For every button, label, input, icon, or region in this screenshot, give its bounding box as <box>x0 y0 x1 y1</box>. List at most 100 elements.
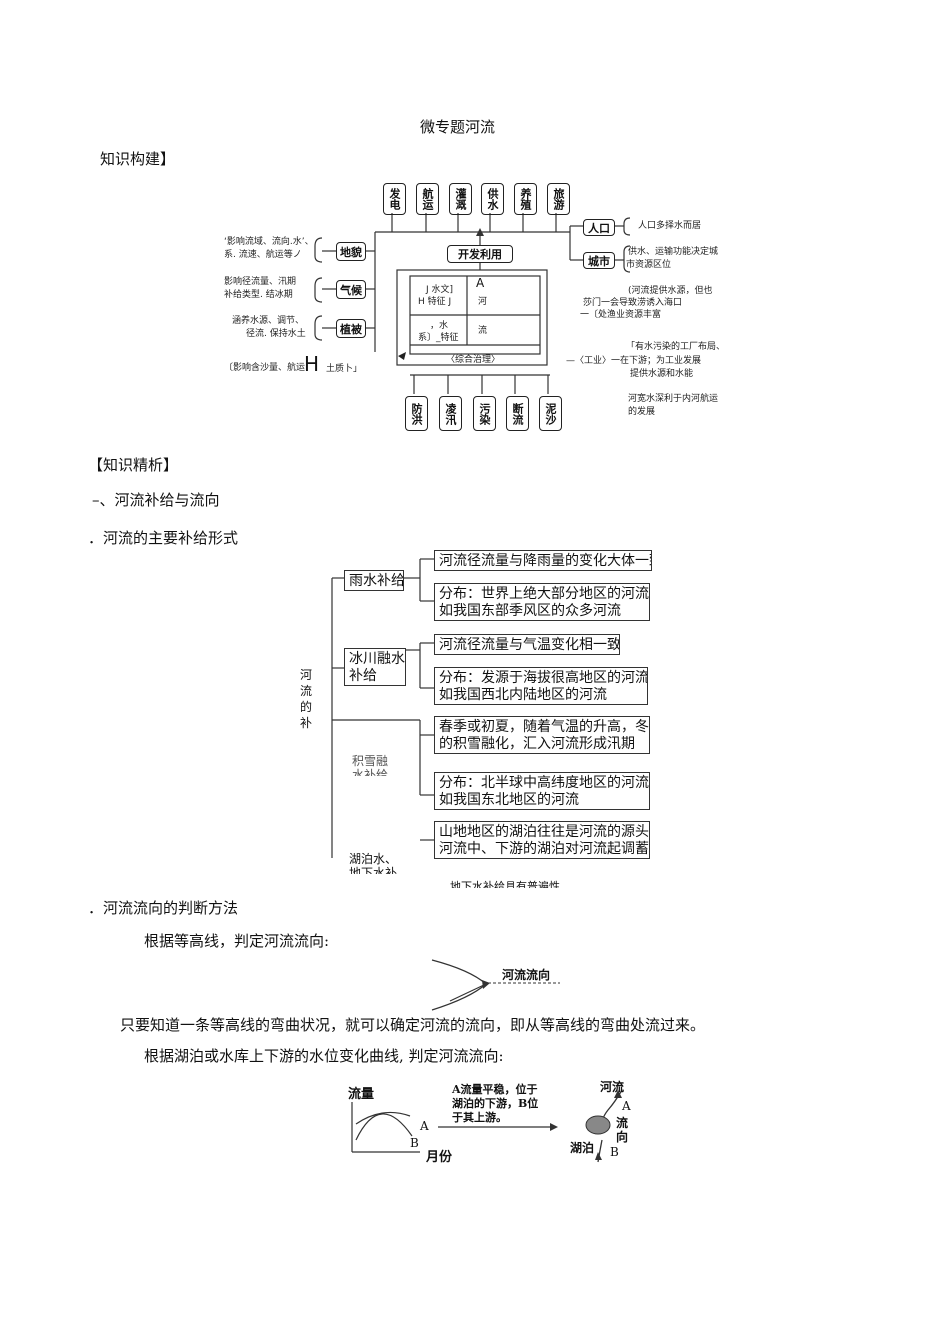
factor-climate: 气候 <box>336 280 366 299</box>
note-industry-b: —〈工业〉一在下游；为工业发展 <box>566 356 702 366</box>
note-terrain-2: 系. 流速、航运等ノ <box>224 250 302 260</box>
glacier-box-1: 河流径流量与气温变化相一致 <box>434 634 620 655</box>
contour-rule: 只要知道一条等高线的弯曲状况，就可以确定河流的流向，即从等高线的弯曲处流过来。 <box>120 1016 706 1034</box>
groundwater-text: 地下水补给具有普遍性 <box>450 880 560 888</box>
note-bottom: 〔影响含沙量、航运 <box>224 363 306 373</box>
note-city-b: 市资源区位 <box>626 260 672 270</box>
center-watersys-a: ，水 <box>430 321 449 331</box>
center-river-2: 流 <box>478 326 488 336</box>
lake-box-line1: 山地地区的湖泊往往是河流的源头， <box>439 824 650 840</box>
snow-label-1: 积雪融 <box>352 754 389 768</box>
center-watersys-b: 系〕_特征 <box>418 333 459 343</box>
issue-pollution: 污染 <box>473 396 496 431</box>
note-population: 人口多择水而居 <box>638 221 702 231</box>
use-power: 发电 <box>383 183 406 215</box>
fig3-river-label: 河流 <box>600 1080 625 1094</box>
factor-terrain: 地貌 <box>336 242 366 261</box>
fig3-lake-label: 湖泊 <box>570 1141 595 1155</box>
rain-box-2-line2: 如我国东部季风区的众多河流 <box>439 603 621 619</box>
fig3-arrow-text: A流量平稳，位于 湖泊的下游，B位 于其上游。 <box>452 1083 538 1125</box>
issue-ice-flood: 凌汛 <box>439 396 462 431</box>
heading-flow-direction: ．河流流向的判断方法 <box>88 899 239 917</box>
lake-box: 山地地区的湖泊往往是河流的源头， 河流中、下游的湖泊对河流起调蓄作用 <box>434 821 650 859</box>
snow-box-2: 分布：北半球中高纬度地区的河流， 如我国东北地区的河流 <box>434 772 650 810</box>
fig3-arrow-line3: 于其上游。 <box>452 1111 507 1124</box>
side-label-char: 的 <box>299 700 312 714</box>
fig3-flow-char: 流 <box>616 1116 629 1130</box>
snow-box-2-line1: 分布：北半球中高纬度地区的河流， <box>439 775 650 791</box>
lake-label-1: 湖泊水、 <box>349 852 398 866</box>
issue-dry-up: 断流 <box>506 396 529 431</box>
heading-supply-flow: –、河流补给与流向 <box>92 491 220 509</box>
lake-label-2: 地下水补 <box>349 866 398 874</box>
section-knowledge-build: 知识构建】 <box>100 150 176 168</box>
glacier-box-2: 分布：发源于海拔很高地区的河流， 如我国西北内陆地区的河流 <box>434 667 648 705</box>
rain-box-2: 分布：世界上绝大部分地区的河流， 如我国东部季风区的众多河流 <box>434 583 650 621</box>
fig3-point-a: A <box>622 1099 631 1113</box>
heading-supply-forms: ．河流的主要补给形式 <box>88 529 239 547</box>
contour-intro: 根据等高线，判定河流流向: <box>144 932 330 950</box>
supply-side-label: 河 流 的 补 <box>299 667 313 731</box>
snow-label-2-clip: 水补给 <box>352 768 388 776</box>
dev-use-box: 开发利用 <box>447 245 513 263</box>
snow-box-1-line2: 的积雪融化，汇入河流形成汛期 <box>439 736 635 752</box>
fig3-flow-char: 向 <box>616 1130 629 1144</box>
note-industry-a: 「有水污染的工厂布局、 <box>626 342 726 352</box>
glacier-line2: 补给 <box>349 668 377 684</box>
snow-box-1-line1: 春季或初夏，随着气温的升高，冬季 <box>439 719 650 735</box>
note-river-b: 莎门一会导致涝诱入海口 <box>583 298 683 308</box>
factor-vegetation: 植被 <box>336 319 366 338</box>
rain-supply-box: 雨水补给 <box>344 570 404 591</box>
fig3-curve-b: B <box>410 1136 419 1150</box>
glacier-line1: 冰川融水 <box>349 651 405 667</box>
note-climate-1: 影响径流量、汛期 <box>224 277 297 287</box>
snow-box-1: 春季或初夏，随着气温的升高，冬季 的积雪融化，汇入河流形成汛期 <box>434 716 650 754</box>
note-city-a: 供水、运输功能决定城 <box>628 247 719 257</box>
note-river-c: 一〔处渔业资源丰富 <box>580 310 662 320</box>
note-bottom-glyph: H <box>304 352 320 376</box>
note-bottom-tail: 土质卜」 <box>326 364 363 374</box>
side-label-char: 补 <box>299 716 312 730</box>
contour-flow-label: 河流流向 <box>502 968 551 982</box>
fig3-point-b: B <box>610 1145 619 1159</box>
fig3-flow-dir: 流 向 <box>616 1116 628 1144</box>
rain-box-1: 河流径流量与降雨量的变化大体一致 <box>434 550 652 571</box>
glacier-box-2-line2: 如我国西北内陆地区的河流 <box>439 687 607 703</box>
fig3-curve-a: A <box>420 1119 429 1133</box>
note-shipping-b: 的发展 <box>628 407 656 417</box>
fig3-arrow-line1: A流量平稳，位于 <box>452 1083 538 1096</box>
use-tourism: 旅游 <box>547 183 570 215</box>
note-industry-c: 提供水源和水能 <box>630 369 694 379</box>
note-shipping-a: 河宽水深利于内河航运 <box>628 394 719 404</box>
side-label-char: 河 <box>299 668 312 682</box>
center-hydro-a: J 水文] <box>426 285 454 295</box>
rain-box-2-line1: 分布：世界上绝大部分地区的河流， <box>439 586 650 602</box>
section-analysis: 【知识精析】 <box>88 456 179 474</box>
center-integrated: 〈综合治理〉 <box>446 355 501 365</box>
lake-intro: 根据湖泊或水库上下游的水位变化曲线, 判定河流流向: <box>144 1047 504 1065</box>
snow-label-2: 水补给 <box>352 768 389 776</box>
center-a-label: A <box>476 276 485 290</box>
fig3-y-label: 流量 <box>348 1087 375 1102</box>
page-title: 微专题河流 <box>420 118 496 136</box>
lake-label-2-clip: 地下水补 <box>349 866 397 874</box>
center-hydro-b: H 特征 J <box>418 297 452 307</box>
glacier-box-2-line1: 分布：发源于海拔很高地区的河流， <box>439 670 648 686</box>
note-river-a: (河流提供水源，但也 <box>628 286 713 296</box>
snow-box-2-line2: 如我国东北地区的河流 <box>439 792 579 808</box>
center-river-1: 河 <box>478 297 488 307</box>
note-veg-2: 径流. 保持水土 <box>246 329 306 339</box>
use-water-supply: 供水 <box>481 183 504 215</box>
issue-flood: 防洪 <box>405 396 428 431</box>
note-climate-2: 补给类型. 结冰期 <box>224 290 293 300</box>
note-terrain-1: ‘影响流域、流向.水’、 <box>224 237 314 247</box>
fig3-x-label: 月份 <box>426 1150 453 1165</box>
lake-box-line2: 河流中、下游的湖泊对河流起调蓄作用 <box>439 841 649 857</box>
use-aquaculture: 养殖 <box>514 183 537 215</box>
node-city: 城市 <box>583 252 615 269</box>
node-population: 人口 <box>583 219 615 236</box>
fig3-arrow-line2: 湖泊的下游，B位 <box>452 1097 539 1110</box>
side-label-char: 流 <box>299 684 312 698</box>
issue-sediment: 泥沙 <box>539 396 562 431</box>
